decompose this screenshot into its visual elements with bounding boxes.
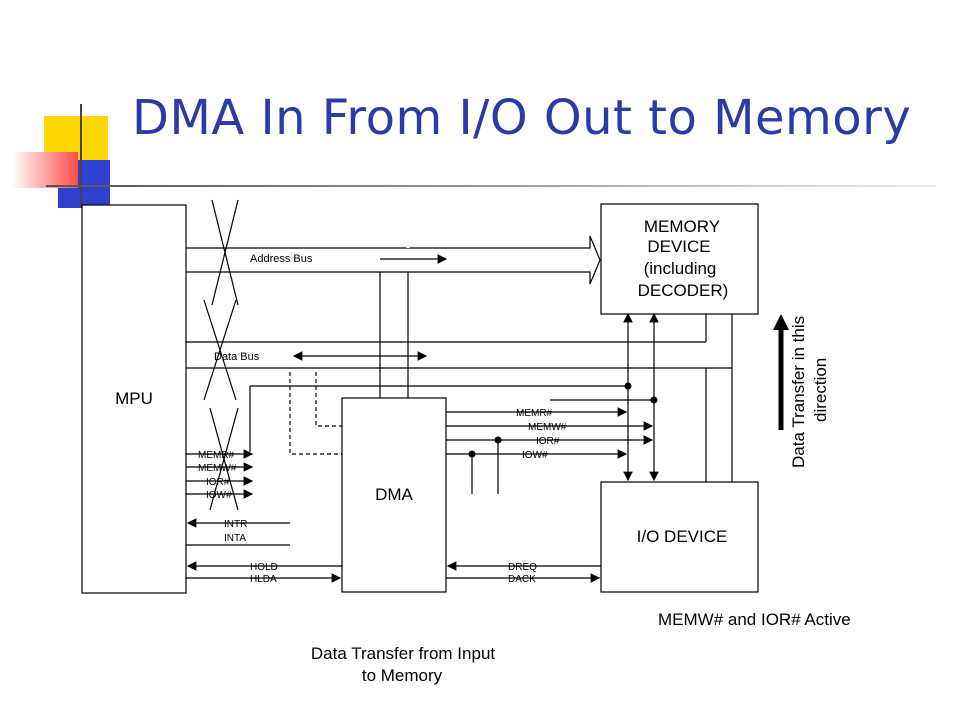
active-note: MEMW# and IOR# Active [658,610,851,629]
deco-vertical-line [80,104,82,208]
page-title: DMA In From I/O Out to Memory [132,90,912,146]
io-label: I/O DEVICE [637,527,728,546]
hold-label: HOLD [250,562,278,573]
dma-label: DMA [375,485,413,504]
memory-label-4: DECODER) [638,281,729,300]
address-bus [186,235,601,285]
mpu-label: MPU [115,389,153,408]
dma-signal-memr: MEMR# [516,408,553,419]
dack-label: DACK [508,574,536,585]
direction-label-2: direction [811,358,830,422]
caption-line-2: to Memory [362,666,443,685]
memory-block [600,203,759,315]
memory-label-1: MEMORY [644,217,720,236]
dreq-label: DREQ [508,562,537,573]
mpu-signal-iow: IOW# [206,490,232,501]
mpu-signal-ior: IOR# [206,477,230,488]
intr-label: INTR [224,519,247,530]
mpu-signal-memr: MEMR# [198,450,235,461]
memory-label-2: DEVICE [647,237,710,256]
address-bus-label: Address Bus [250,253,313,265]
inta-label: INTA [224,533,246,544]
data-bus-label: Data Bus [214,351,260,363]
caption-line-1: Data Transfer from Input [311,644,496,663]
mpu-signal-memw: MEMW# [198,463,237,474]
dma-signal-ior: IOR# [536,436,560,447]
deco-horizontal-rule [46,185,936,187]
io-block [600,481,759,593]
direction-label-1: Data Transfer in this [789,316,808,468]
hlda-label: HLDA [250,574,277,585]
dma-signal-memw: MEMW# [528,422,567,433]
dma-block [341,397,447,593]
deco-red-gradient [12,152,78,188]
mpu-block [81,204,187,594]
dma-signal-iow: IOW# [522,450,548,461]
memory-label-3: (including [644,259,717,278]
